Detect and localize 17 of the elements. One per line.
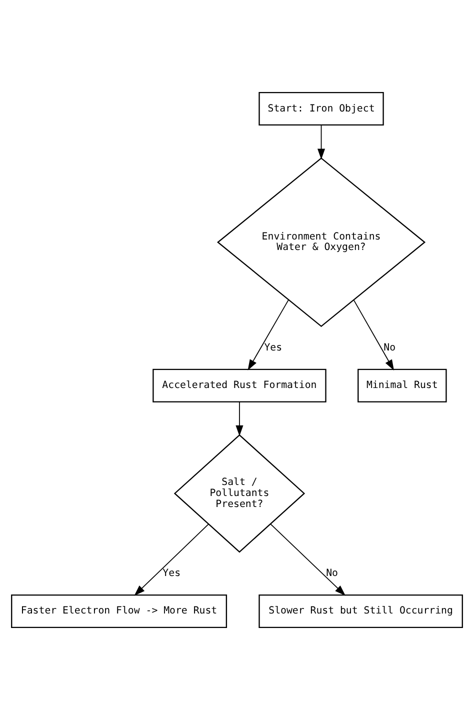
node-box: Start: Iron Object [258, 92, 384, 126]
arrow [270, 523, 346, 596]
node-box: Faster Electron Flow -> More Rust [11, 594, 228, 628]
node-box: Slower Rust but Still Occurring [258, 594, 463, 628]
edge-label: No [384, 342, 396, 353]
arrow [354, 299, 394, 370]
node-diamond: Salt / Pollutants Present? [174, 434, 306, 552]
edge-label: Yes [264, 342, 282, 353]
node-box: Minimal Rust [358, 368, 447, 402]
edge-label: Yes [162, 567, 181, 578]
arrow [236, 401, 244, 436]
arrow [248, 298, 289, 370]
arrow [134, 523, 209, 596]
node-diamond: Environment Contains Water & Oxygen? [216, 156, 426, 327]
node-box: Accelerated Rust Formation [152, 368, 326, 402]
edge-label: No [326, 567, 338, 578]
arrow [317, 124, 326, 160]
